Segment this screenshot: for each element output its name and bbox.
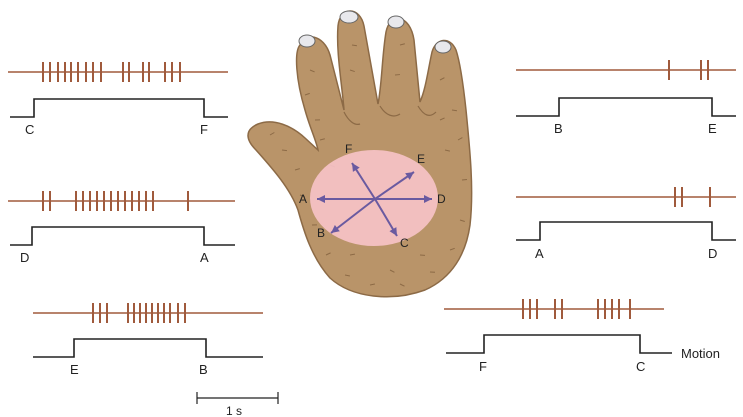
end-position-label: B [199,362,208,377]
start-position-label: D [20,250,29,265]
response-panel-CF: C F [8,62,228,137]
motion-trace [516,98,736,116]
time-scale-bar: 1 s [197,392,278,417]
response-panel-BE: B E [516,60,736,136]
motion-trace [516,222,736,240]
end-position-label: A [200,250,209,265]
response-panel-EB: E B [33,303,263,377]
motion-trace [33,339,263,357]
start-position-label: C [25,122,34,137]
end-position-label: E [708,121,717,136]
motion-trace [446,335,672,353]
direction-label-A: A [299,192,307,206]
motion-trace [10,99,228,117]
start-position-label: A [535,246,544,261]
fur-stroke [282,150,287,151]
fingernail [340,11,358,23]
direction-label-E: E [417,152,425,166]
end-position-label: D [708,246,717,261]
start-position-label: F [479,359,487,374]
fingernail [388,16,404,28]
fur-stroke [452,110,457,111]
direction-label-F: F [345,142,352,156]
end-position-label: C [636,359,645,374]
monkey-hand-illustration: F E A D B C [248,11,472,297]
motion-trace [10,227,235,245]
response-panel-DA: D A [8,191,235,265]
response-panel-AD: A D [516,187,736,261]
fingernail [299,35,315,47]
start-position-label: E [70,362,79,377]
start-position-label: B [554,121,563,136]
end-position-label: F [200,122,208,137]
response-panel-FC: F C Motion [444,299,720,374]
fur-stroke [462,179,467,180]
direction-label-D: D [437,192,446,206]
motion-trace-label: Motion [681,346,720,361]
direction-label-C: C [400,236,409,250]
scale-bar-label: 1 s [226,404,242,417]
direction-label-B: B [317,226,325,240]
fingernail [435,41,451,53]
